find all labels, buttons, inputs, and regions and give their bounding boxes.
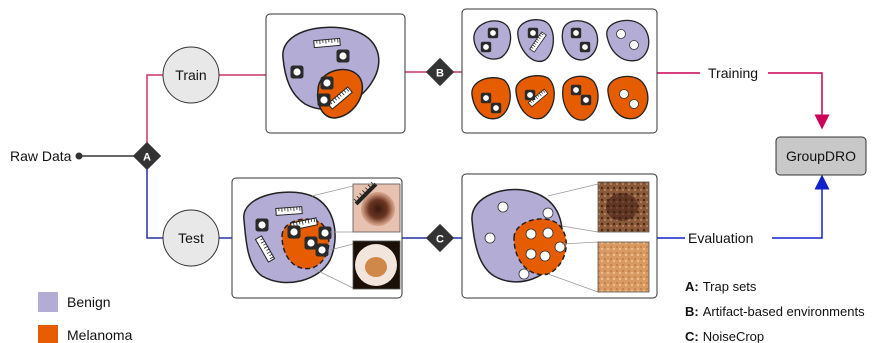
diamond-a: A <box>133 142 161 170</box>
lesion-photo-ruler <box>353 181 400 232</box>
lesion-photo-vignette <box>353 241 400 289</box>
key-text-a: Trap sets <box>703 279 757 294</box>
test-path <box>147 169 163 238</box>
key-item-c: C: NoiseCrop <box>685 329 764 343</box>
train-set-panel <box>266 14 405 133</box>
melanoma-swatch <box>38 325 58 343</box>
noise-photo-dark <box>598 182 649 232</box>
marker-c-label: C <box>436 234 444 246</box>
key-text-c: NoiseCrop <box>703 329 764 343</box>
key-item-b: B: Artifact-based environments <box>685 304 865 319</box>
key-item-a: A: Trap sets <box>685 279 757 294</box>
melanoma-legend-label: Melanoma <box>67 327 133 343</box>
training-label: Training <box>708 65 758 81</box>
environments-panel <box>462 9 657 133</box>
raw-data-label: Raw Data <box>10 148 72 164</box>
train-path <box>147 75 163 143</box>
noisecrop-panel <box>462 174 657 298</box>
key-code-c: C: <box>685 329 699 343</box>
test-node-label: Test <box>178 230 204 246</box>
diamond-c: C <box>426 224 454 252</box>
groupdro-node: GroupDRO <box>776 137 866 175</box>
key-text-b: Artifact-based environments <box>703 304 865 319</box>
train-node: Train <box>163 47 219 103</box>
evaluation-label: Evaluation <box>688 230 753 246</box>
key-code-a: A: <box>685 279 699 294</box>
benign-legend-label: Benign <box>67 294 111 310</box>
key-code-b: B: <box>685 304 699 319</box>
training-arrow <box>768 73 822 122</box>
method-key: A: Trap sets B: Artifact-based environment… <box>685 279 865 343</box>
evaluation-arrow <box>772 182 822 238</box>
env-benign-1 <box>474 21 511 59</box>
test-set-panel <box>232 178 402 298</box>
train-node-label: Train <box>175 67 206 83</box>
marker-b-label: B <box>436 68 444 80</box>
class-legend: Benign Melanoma <box>38 292 133 343</box>
diamond-b: B <box>426 58 454 86</box>
groupdro-label: GroupDRO <box>786 148 856 164</box>
noise-photo-light <box>598 242 649 292</box>
marker-a-label: A <box>143 152 151 164</box>
test-node: Test <box>163 210 219 266</box>
benign-swatch <box>38 292 58 312</box>
